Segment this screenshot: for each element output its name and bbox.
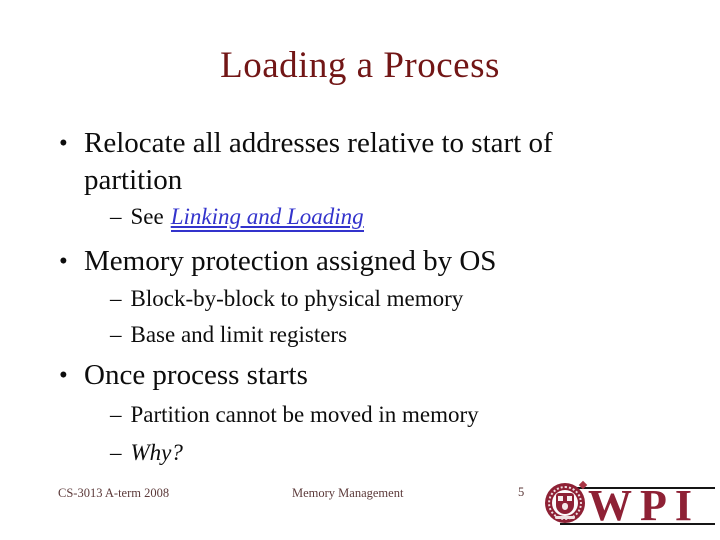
page-title: Loading a Process — [220, 45, 500, 86]
sub-bullet-dash: – — [110, 322, 122, 347]
sub-bullet-partition-moved: –Partition cannot be moved in memory — [110, 400, 479, 430]
seal-shield — [556, 493, 574, 514]
shield-detail — [562, 503, 568, 510]
sub-bullet-text: Base and limit registers — [130, 322, 348, 347]
sub-bullet-text: Block-by-block to physical memory — [130, 286, 464, 311]
wpi-logo: WPI — [543, 480, 715, 530]
bullet-dot: • — [59, 130, 68, 157]
sub-bullet-text: Why? — [130, 440, 183, 465]
bullet-1-line-2: partition — [84, 164, 183, 196]
sub-bullet-block-by-block: –Block-by-block to physical memory — [110, 284, 463, 314]
bullet-dot: • — [59, 248, 68, 275]
shield-detail — [558, 496, 563, 501]
bullet-1-line-1: Relocate all addresses relative to start… — [84, 127, 553, 159]
sub-bullet-see-text: See — [130, 204, 164, 229]
sub-bullet-dash: – — [110, 286, 122, 311]
sub-bullet-dash: – — [110, 204, 122, 229]
sub-bullet-why: –Why? — [110, 438, 183, 468]
seal-banner — [555, 516, 575, 519]
bullet-3-line-1: Once process starts — [84, 359, 308, 391]
shield-detail — [567, 496, 572, 501]
footer-section: Memory Management — [292, 486, 404, 500]
sub-bullet-dash: – — [110, 440, 122, 465]
wpi-seal-icon — [545, 480, 588, 523]
footer-course: CS-3013 A-term 2008 — [58, 486, 170, 500]
wpi-wordmark: WPI — [588, 488, 700, 524]
bullet-dot: • — [59, 362, 68, 389]
seal-ring — [548, 486, 582, 520]
sub-bullet-dash: – — [110, 402, 122, 427]
page-number: 5 — [518, 485, 525, 499]
sub-bullet-base-limit: –Base and limit registers — [110, 320, 347, 350]
bullet-2-line-1: Memory protection assigned by OS — [84, 245, 497, 277]
linking-and-loading-link[interactable]: Linking and Loading — [170, 204, 364, 232]
wpi-wordmark-band — [560, 487, 715, 525]
sub-bullet-text: Partition cannot be moved in memory — [130, 402, 479, 427]
